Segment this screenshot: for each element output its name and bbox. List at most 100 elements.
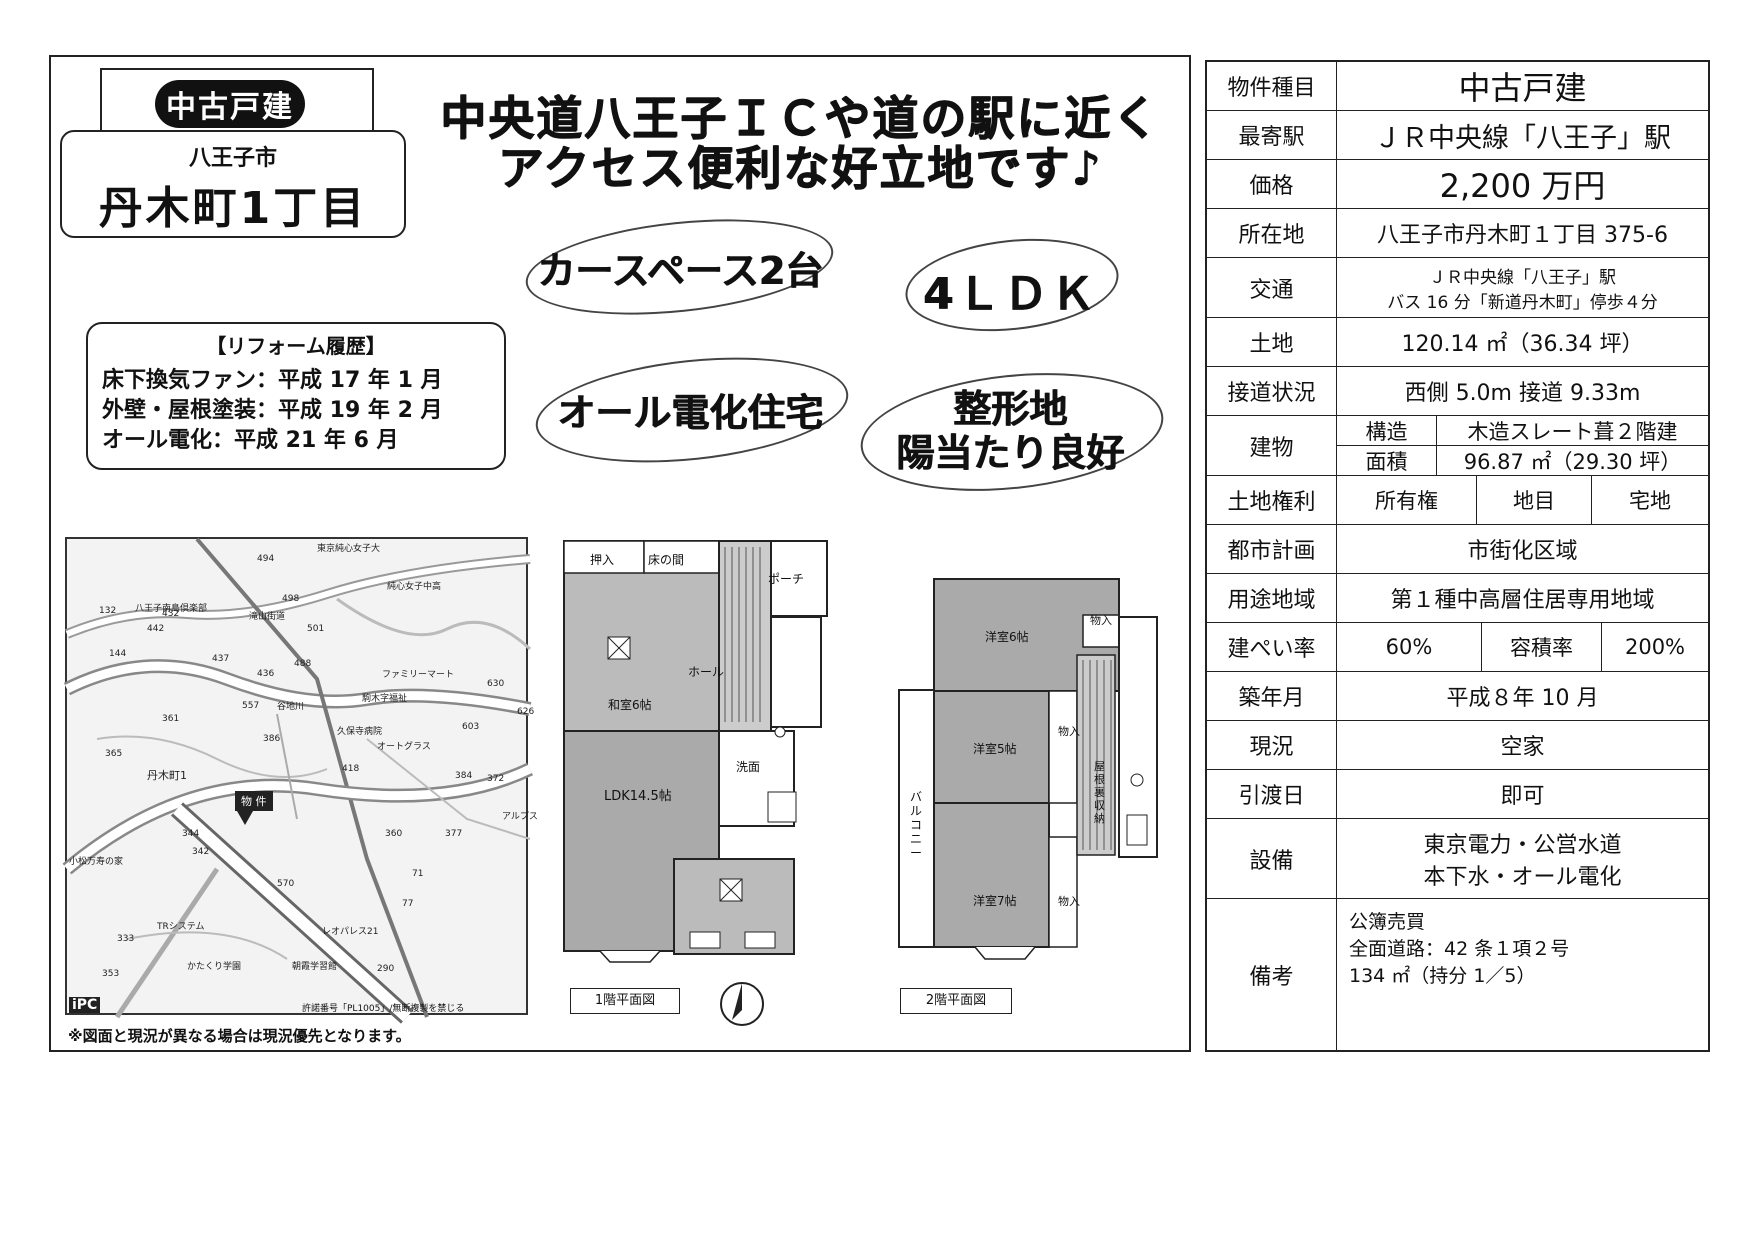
- spec-value: 即可: [1500, 784, 1545, 809]
- spec-row: 設備 東京電力・公営水道 本下水・オール電化: [1207, 819, 1708, 899]
- map-label: 八王子南島倶楽部: [135, 604, 208, 614]
- map-label: 437: [212, 654, 230, 664]
- reform-history-title: 【リフォーム履歴】: [206, 334, 386, 358]
- room-yoshitsu-5: 洋室5帖: [973, 742, 1017, 756]
- map-label: 71: [412, 869, 424, 879]
- map-label: 小松万寿の家: [69, 857, 124, 867]
- property-marker: 物 件: [235, 791, 273, 811]
- map-label: 353: [102, 969, 120, 979]
- map-roads: [62, 537, 534, 1024]
- map-label: オートグラス: [377, 742, 431, 752]
- spec-label: 設備: [1207, 819, 1337, 898]
- map-label: 603: [462, 722, 480, 732]
- map-label: アルプス: [502, 812, 538, 822]
- map-label: 滝山街道: [249, 612, 286, 622]
- spec-value: ＪＲ中央線「八王子」駅: [1429, 267, 1616, 288]
- spec-label: 交通: [1207, 258, 1337, 317]
- spec-value: 西側 5.0m 接道 9.33m: [1404, 381, 1641, 406]
- spec-row: 備考 公簿売買 全面道路：42 条１項２号 134 ㎡（持分 1／5）: [1207, 899, 1708, 1050]
- room-washitsu: 和室6帖: [608, 698, 652, 712]
- map-label: 駒木字福祉: [362, 694, 408, 704]
- map-logo: iPC: [69, 997, 101, 1013]
- spec-value: バス 16 分「新道丹木町」停歩４分: [1387, 292, 1658, 313]
- map-label: 488: [294, 659, 312, 669]
- spec-label: 建ぺい率: [1207, 623, 1337, 671]
- spec-sublabel: 面積: [1337, 446, 1437, 476]
- spec-value: 200%: [1624, 635, 1686, 659]
- room-ldk: LDK14.5帖: [604, 789, 672, 804]
- floorplan-1f: [563, 540, 828, 963]
- map-label: 436: [257, 669, 275, 679]
- spec-remark: 134 ㎡（持分 1／5）: [1349, 965, 1536, 987]
- map-label: 386: [263, 734, 281, 744]
- headline-line2: アクセス便利な好立地です♪: [497, 141, 1103, 195]
- spec-sublabel: 地目: [1477, 476, 1592, 524]
- map-label: 432: [162, 609, 180, 619]
- spec-label: 用途地域: [1207, 574, 1337, 622]
- map-label: 498: [282, 594, 300, 604]
- map-label: 342: [192, 847, 210, 857]
- map-label: 77: [402, 899, 414, 909]
- map-label: 442: [147, 624, 165, 634]
- spec-value: 八王子市丹木町１丁目 375-6: [1377, 223, 1668, 248]
- spec-remark: 公簿売買: [1349, 911, 1426, 933]
- compass-icon: [720, 982, 764, 1026]
- map-label: 384: [455, 771, 473, 781]
- spec-row: 土地権利 所有権 地目 宅地: [1207, 476, 1708, 525]
- room-hall: ホール: [688, 665, 725, 679]
- spec-remark: 全面道路：42 条１項２号: [1349, 938, 1570, 960]
- reform-item: 床下換気ファン：平成 17 年 1 月: [102, 368, 443, 393]
- map-label: かたくり学園: [187, 962, 242, 972]
- map-label: 361: [162, 714, 180, 724]
- room-balcony: バルコニー: [910, 790, 923, 860]
- map-label: 344: [182, 829, 200, 839]
- map-label: 朝霞学習館: [292, 962, 338, 972]
- spec-value: 東京電力・公営水道: [1423, 832, 1622, 858]
- address-box: 八王子市 丹木町1丁目: [60, 130, 406, 238]
- room-tokonoma: 床の間: [648, 553, 685, 567]
- spec-row: 現況 空家: [1207, 721, 1708, 770]
- spec-value: 中古戸建: [1458, 69, 1587, 107]
- map-label: 144: [109, 649, 127, 659]
- map-label: 570: [277, 879, 295, 889]
- room-closet: 物入: [1090, 614, 1112, 627]
- room-yoshitsu-6: 洋室6帖: [985, 630, 1029, 644]
- spec-label: 物件種目: [1207, 62, 1337, 110]
- spec-label: 土地権利: [1207, 476, 1337, 524]
- spec-row: 物件種目 中古戸建: [1207, 62, 1708, 111]
- address-town: 丹木町1丁目: [98, 183, 368, 234]
- map-copyright: 許諾番号「PL1005」/無断複製を禁じる: [302, 1004, 465, 1014]
- map-label: 333: [117, 934, 135, 944]
- lot-text-line1: 整形地: [952, 387, 1067, 431]
- floor2-label: 2階平面図: [900, 988, 1012, 1014]
- map-label: ファミリーマート: [382, 670, 455, 680]
- map-label: 501: [307, 624, 325, 634]
- spec-row: 建ぺい率 60% 容積率 200%: [1207, 623, 1708, 672]
- spec-row: 価格 2,200 万円: [1207, 160, 1708, 209]
- spec-label: 価格: [1207, 160, 1337, 208]
- spec-label: 最寄駅: [1207, 111, 1337, 159]
- spec-row: 所在地 八王子市丹木町１丁目 375-6: [1207, 209, 1708, 258]
- spec-value: 第１種中高層住居専用地域: [1390, 588, 1655, 613]
- map-label: 290: [377, 964, 395, 974]
- room-porch: ポーチ: [768, 572, 805, 586]
- spec-value: 木造スレート葺２階建: [1467, 419, 1678, 444]
- spec-row: 接道状況 西側 5.0m 接道 9.33m: [1207, 367, 1708, 416]
- map-label: 626: [517, 707, 535, 717]
- headline-line1: 中央道八王子ＩＣや道の駅に近く: [440, 91, 1160, 145]
- property-type-badge: 中古戸建: [155, 80, 305, 128]
- map-label: 377: [445, 829, 463, 839]
- spec-value: ＪＲ中央線「八王子」駅: [1374, 122, 1671, 154]
- map-label: 365: [105, 749, 123, 759]
- room-attic: 屋根裏収納: [1094, 760, 1105, 825]
- spec-label: 所在地: [1207, 209, 1337, 257]
- spec-label: 土地: [1207, 318, 1337, 366]
- map-label: 418: [342, 764, 360, 774]
- map-label: 純心女子中高: [387, 582, 442, 592]
- spec-row: 建物 構造 木造スレート葺２階建 面積 96.87 ㎡（29.30 坪）: [1207, 416, 1708, 476]
- spec-value: 市街化区域: [1467, 539, 1578, 564]
- map-label: 132: [99, 606, 117, 616]
- map-label: 372: [487, 774, 505, 784]
- spec-row: 交通 ＪＲ中央線「八王子」駅 バス 16 分「新道丹木町」停歩４分: [1207, 258, 1708, 318]
- title-frame: [100, 68, 374, 138]
